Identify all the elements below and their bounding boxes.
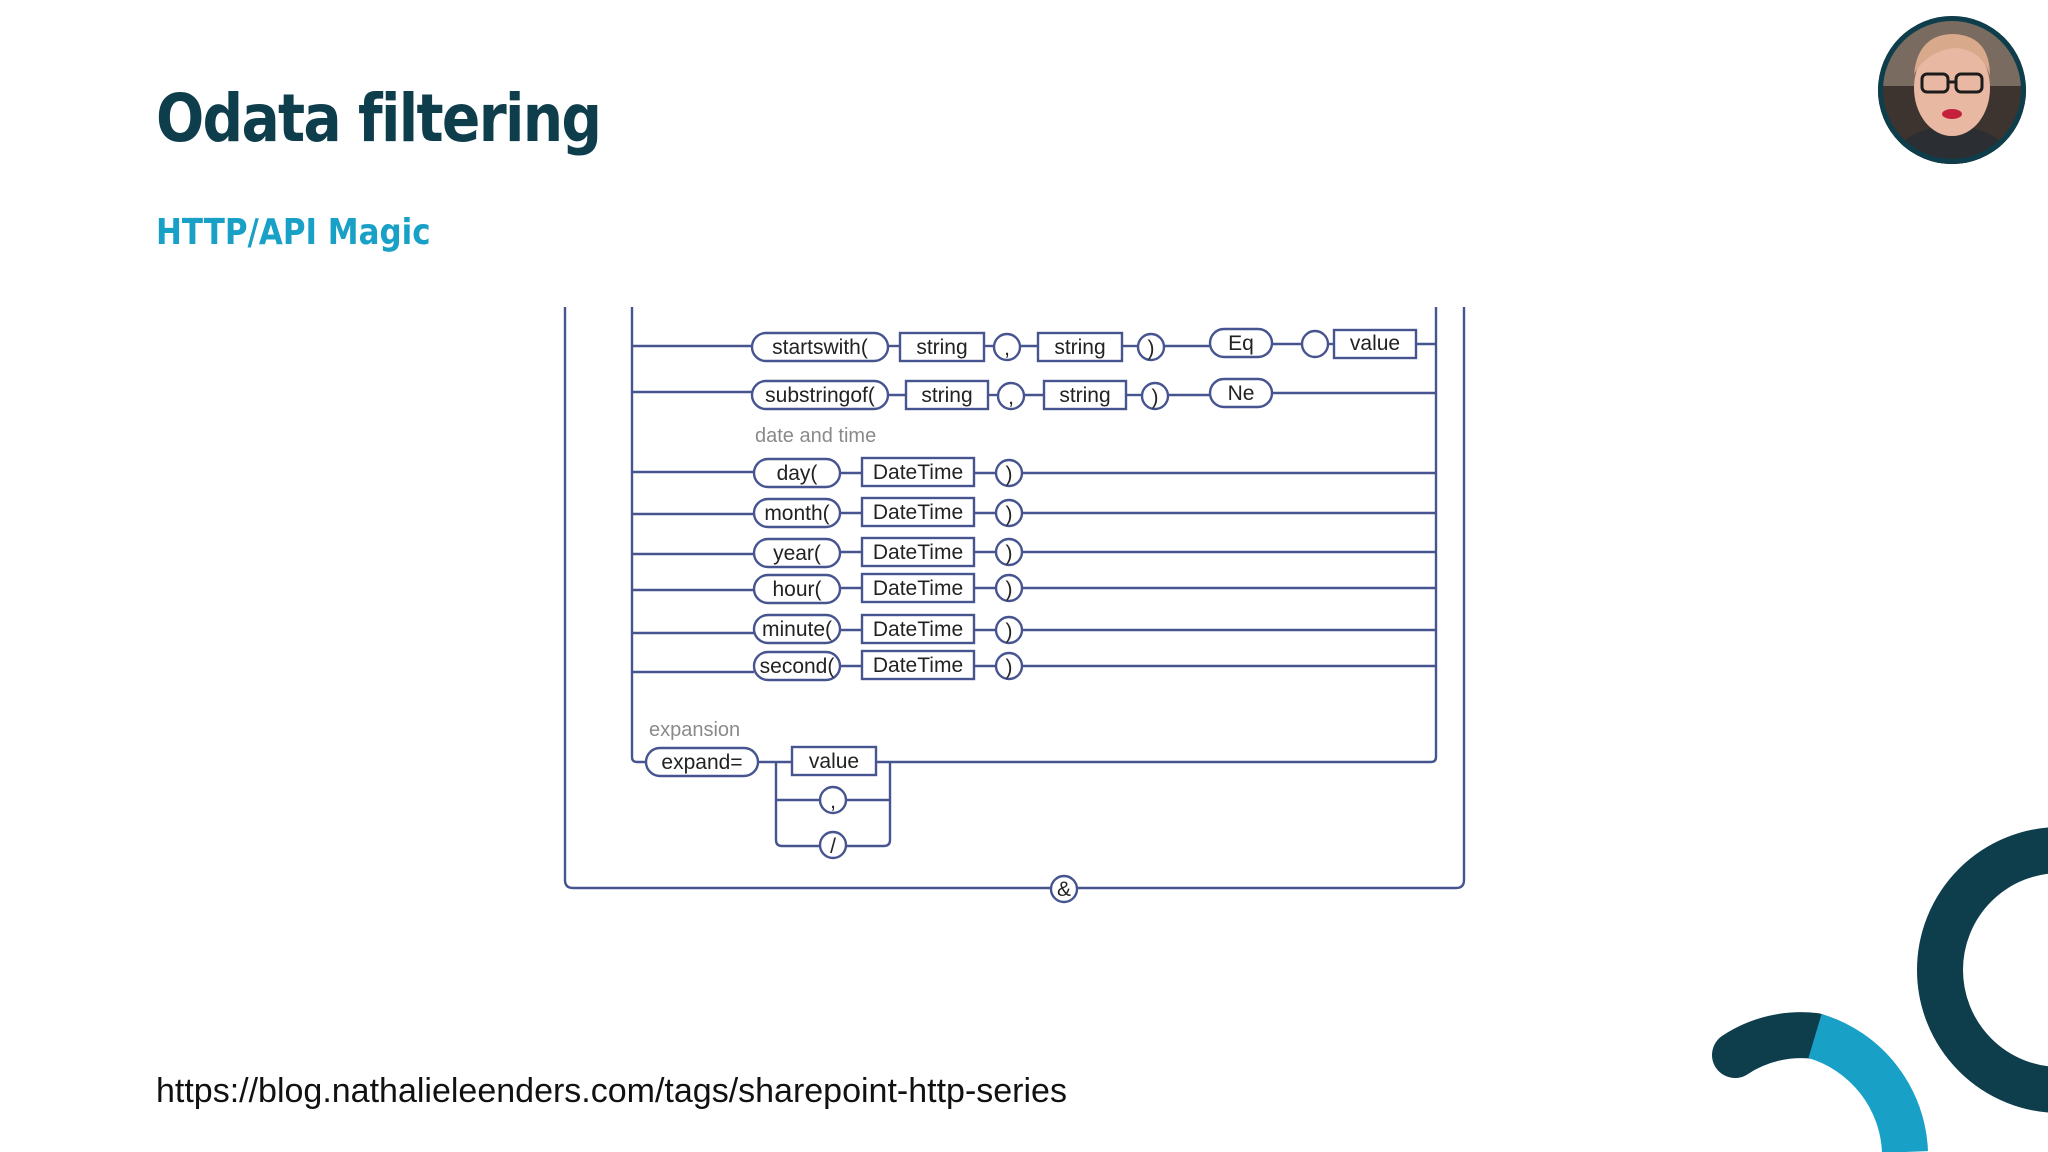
substringof-close-label: ) (1152, 386, 1159, 409)
expand-comma-label: , (830, 790, 836, 813)
minute-close-label: ) (1006, 620, 1013, 643)
expand-label: expand= (661, 751, 742, 774)
ne-node (1208, 377, 1274, 409)
startswith-node (750, 331, 890, 363)
year-label: year( (773, 542, 821, 565)
substringof-comma-node (996, 381, 1026, 411)
substringof-arg2-node (1042, 379, 1128, 411)
space-node (1300, 329, 1330, 359)
hour-label: hour( (772, 578, 821, 601)
ampersand-node (1049, 874, 1079, 904)
startswith-close-label: ) (1148, 337, 1155, 360)
category-expansion-label: expansion (649, 719, 740, 741)
month-close-label: ) (1006, 503, 1013, 526)
day-arg-label: DateTime (873, 461, 963, 484)
slide-title: Odata filtering (156, 80, 602, 157)
substringof-label: substringof( (765, 384, 875, 407)
startswith-comma-node (992, 332, 1022, 362)
startswith-close-node (1136, 332, 1166, 362)
expand-value-label: value (809, 750, 859, 773)
startswith-label: startswith( (772, 336, 868, 359)
substringof-close-node (1140, 381, 1170, 411)
minute-label: minute( (762, 618, 832, 641)
value-node (1332, 328, 1418, 360)
expand-comma-node (818, 785, 848, 815)
day-label: day( (777, 462, 818, 485)
substringof-arg2-label: string (1059, 384, 1110, 407)
year-row: year( DateTime ) (632, 536, 1436, 569)
substringof-node (750, 379, 890, 411)
minute-row: minute( DateTime ) (632, 613, 1436, 645)
month-arg-label: DateTime (873, 501, 963, 524)
footer-url[interactable]: https://blog.nathalieleenders.com/tags/s… (156, 1072, 1067, 1110)
day-row: day( DateTime ) (632, 456, 1436, 489)
day-close-label: ) (1006, 463, 1013, 486)
startswith-arg2-node (1036, 331, 1124, 363)
expand-node (644, 746, 760, 778)
second-row: second( DateTime ) (632, 649, 1436, 682)
month-label: month( (764, 502, 829, 525)
second-close-label: ) (1006, 656, 1013, 679)
startswith-arg2-label: string (1054, 336, 1105, 359)
hour-row: hour( DateTime ) (632, 572, 1436, 605)
startswith-comma-label: , (1004, 337, 1010, 360)
second-label: second( (760, 655, 835, 678)
eq-label: Eq (1228, 332, 1254, 355)
substringof-comma-label: , (1008, 386, 1014, 409)
expand-value-node (790, 745, 878, 777)
year-arg-label: DateTime (873, 541, 963, 564)
hour-close-label: ) (1006, 578, 1013, 601)
second-arg-label: DateTime (873, 654, 963, 677)
month-row: month( DateTime ) (632, 496, 1436, 529)
substringof-arg1-node (904, 379, 990, 411)
value-label: value (1350, 332, 1400, 355)
presenter-avatar-icon (1878, 16, 2026, 164)
year-close-label: ) (1006, 542, 1013, 565)
hour-arg-label: DateTime (873, 577, 963, 600)
expand-slash-label: / (830, 835, 836, 858)
ne-label: Ne (1228, 382, 1255, 405)
ampersand-label: & (1057, 878, 1071, 901)
minute-arg-label: DateTime (873, 618, 963, 641)
startswith-arg1-label: string (916, 336, 967, 359)
startswith-arg1-node (898, 331, 986, 363)
slide-subtitle: HTTP/API Magic (156, 212, 431, 253)
category-date-label: date and time (755, 425, 876, 447)
substringof-arg1-label: string (921, 384, 972, 407)
eq-node (1208, 327, 1274, 359)
expand-slash-node (818, 830, 848, 860)
